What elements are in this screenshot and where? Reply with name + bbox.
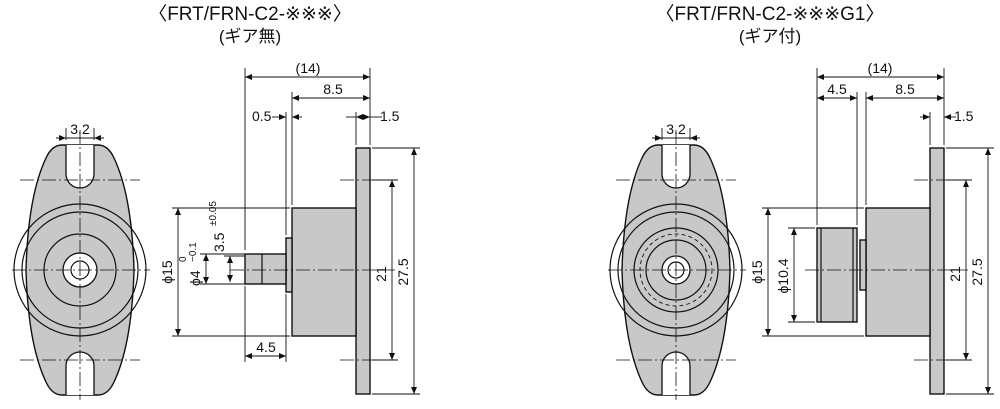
left-subtitle: (ギア無) (218, 27, 282, 46)
left-overall-dim: (14) (296, 60, 321, 76)
right-title: 〈FRT/FRN-C2-※※※G1〉 (ギア付) (610, 4, 930, 48)
right-flange-dim: 1.5 (954, 108, 974, 124)
right-side-gear (816, 227, 858, 323)
right-side-body (865, 207, 931, 337)
right-side-view: (14) 4.5 8.5 1.5 ϕ15 ϕ10.4 (749, 60, 994, 395)
left-side-shaft (244, 253, 287, 285)
right-side-gap (859, 239, 867, 291)
left-title-text: 〈FRT/FRN-C2-※※※〉 (148, 4, 352, 25)
right-front-view: 3.2 (608, 121, 746, 400)
right-side-flange (929, 147, 945, 395)
left-shaft-tol-lower: −0.1 (188, 242, 199, 262)
left-shaft-dia-dim: ϕ4 (187, 270, 203, 286)
left-side-view: (14) 8.5 0.5 1.5 ϕ15 ϕ4 0 (159, 60, 420, 395)
left-flat-dim: 3.5 (211, 232, 227, 252)
left-side-body (291, 207, 357, 337)
left-side-flange (355, 147, 371, 395)
right-height-dim: 27.5 (969, 258, 985, 285)
right-body-dim: 8.5 (895, 81, 915, 97)
left-body-dim: 8.5 (323, 81, 343, 97)
right-slot-dim: 3.2 (666, 121, 686, 137)
right-outer-dia-dim: ϕ15 (749, 260, 765, 284)
left-gap-dim: 0.5 (252, 108, 272, 124)
left-title: 〈FRT/FRN-C2-※※※〉 (ギア無) (120, 4, 380, 48)
right-pitch-dim: 21 (947, 266, 963, 282)
left-flange-dim: 1.5 (380, 108, 400, 124)
left-front-view: 3.2 (12, 121, 150, 400)
left-outer-dia-dim: ϕ15 (159, 260, 175, 284)
left-side-gap (285, 237, 293, 293)
left-pitch-dim: 21 (373, 266, 389, 282)
left-flat-tol: ±0.05 (208, 201, 219, 226)
right-gear-dia-dim: ϕ10.4 (775, 258, 791, 293)
right-overall-dim: (14) (868, 60, 893, 76)
right-title-text: 〈FRT/FRN-C2-※※※G1〉 (655, 4, 885, 25)
left-slot-dim: 3.2 (70, 121, 90, 137)
right-gear-dim: 4.5 (827, 81, 847, 97)
left-shaft-len-dim: 4.5 (256, 339, 276, 355)
right-subtitle: (ギア付) (738, 27, 802, 46)
left-shaft-tol-upper: 0 (178, 256, 189, 262)
left-height-dim: 27.5 (395, 258, 411, 285)
